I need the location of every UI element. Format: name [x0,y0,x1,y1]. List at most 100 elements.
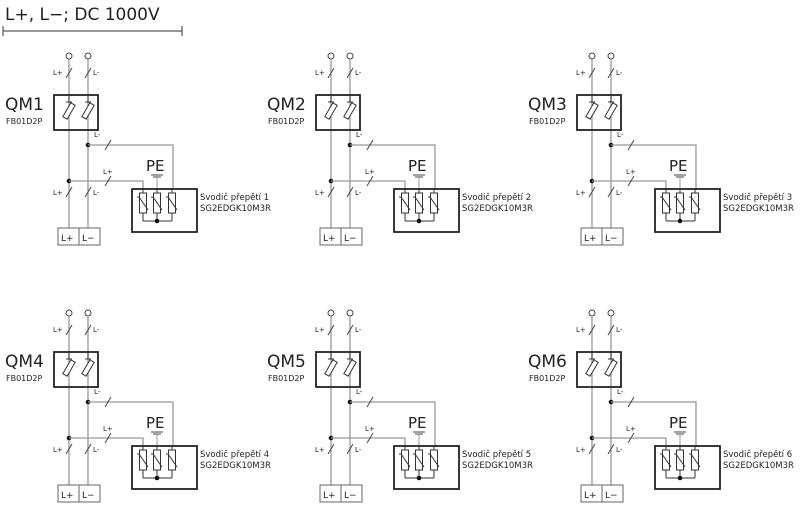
wire-label-plus: L+ [576,326,586,334]
varistor-icon [151,446,163,478]
varistor-icon [151,189,163,221]
fuse-icon [81,359,95,377]
breaker-box [315,94,361,131]
wire-mark-icon [327,186,335,198]
breaker-name: QM1 [5,95,44,115]
pe-label: PE [408,157,427,175]
input-terminal-icon [588,52,596,60]
wire-mark-icon [104,432,112,444]
wire-mark-icon [65,324,73,336]
fuse-icon [62,102,76,120]
output-terminal-plus: L+ [323,491,336,501]
junction-dot [416,475,422,481]
spd-label: Svodič přepětí 5 [462,449,531,460]
fuse-icon [343,359,357,377]
wire-label-minus: L- [355,446,362,454]
wire-label-plus: L+ [365,425,375,433]
wire-mark-icon [104,139,112,151]
wire-mark-icon [627,396,635,408]
pe-label: PE [669,157,688,175]
wire-label-plus: L+ [365,168,375,176]
breaker-name: QM5 [267,352,306,372]
breaker-model: FB01D2P [529,117,566,126]
fuse-icon [585,359,599,377]
wire-mark-icon [627,139,635,151]
breaker-box [53,351,99,388]
breaker-box [315,351,361,388]
wire-mark-icon [327,324,335,336]
wire-mark-icon [607,324,615,336]
wire-label-plus: L+ [576,189,586,197]
spd-label: Svodič přepětí 1 [200,192,269,203]
breaker-box [576,351,622,388]
varistor-icon [399,189,411,221]
wire-mark-icon [346,324,354,336]
wire-mark-icon [588,324,596,336]
wire-mark-icon [607,443,615,455]
surge-protector-box [393,445,460,490]
varistor-icon [137,446,149,478]
wire-mark-icon [327,67,335,79]
ground-icon [413,174,425,190]
output-terminal-plus: L+ [584,234,597,244]
wire-label-plus: L+ [53,446,63,454]
wire-label-minus: L- [355,189,362,197]
output-terminal-minus: L− [605,491,618,501]
input-terminal-icon [84,309,92,317]
junction-dot [154,218,160,224]
fuse-icon [62,359,76,377]
breaker-model: FB01D2P [6,117,43,126]
varistor-icon [428,446,440,478]
varistor-icon [428,189,440,221]
ground-icon [151,431,163,447]
wire-label-minus: L- [356,388,363,396]
input-terminal-icon [65,52,73,60]
input-terminal-icon [607,52,615,60]
wire-label-minus: L- [356,131,363,139]
wire-label-plus: L+ [315,446,325,454]
wire-mark-icon [104,175,112,187]
varistor-icon [413,446,425,478]
output-terminal-plus: L+ [584,491,597,501]
wire-mark-icon [84,324,92,336]
wire-mark-icon [65,186,73,198]
fuse-icon [324,102,338,120]
output-terminal-minus: L− [605,234,618,244]
pe-label: PE [146,157,165,175]
wire-label-minus: L- [93,446,100,454]
spd-label: Svodič přepětí 2 [462,192,531,203]
fuse-icon [343,102,357,120]
fuse-icon [81,102,95,120]
breaker-model: FB01D2P [6,374,43,383]
fuse-icon [604,359,618,377]
spd-label: Svodič přepětí 6 [723,449,792,460]
output-terminal-minus: L− [82,491,95,501]
wire-label-minus: L- [617,388,624,396]
input-terminal-icon [65,309,73,317]
varistor-icon [660,189,672,221]
wire-label-plus: L+ [53,189,63,197]
fuse-icon [324,359,338,377]
output-terminal-plus: L+ [61,234,74,244]
wire-label-plus: L+ [53,69,63,77]
wire-label-minus: L- [617,131,624,139]
pe-label: PE [146,414,165,432]
wire-label-plus: L+ [315,189,325,197]
varistor-icon [166,446,178,478]
wire-label-minus: L- [94,131,101,139]
wire-label-plus: L+ [576,446,586,454]
input-terminal-icon [84,52,92,60]
wire-label-plus: L+ [626,168,636,176]
wire-label-minus: L- [93,189,100,197]
spd-label: Svodič přepětí 4 [200,449,269,460]
wire-mark-icon [366,396,374,408]
spd-model: SG2EDGK10M3R [200,461,271,471]
surge-protector-box [654,188,721,233]
wire-label-minus: L- [355,69,362,77]
wire-mark-icon [588,67,596,79]
